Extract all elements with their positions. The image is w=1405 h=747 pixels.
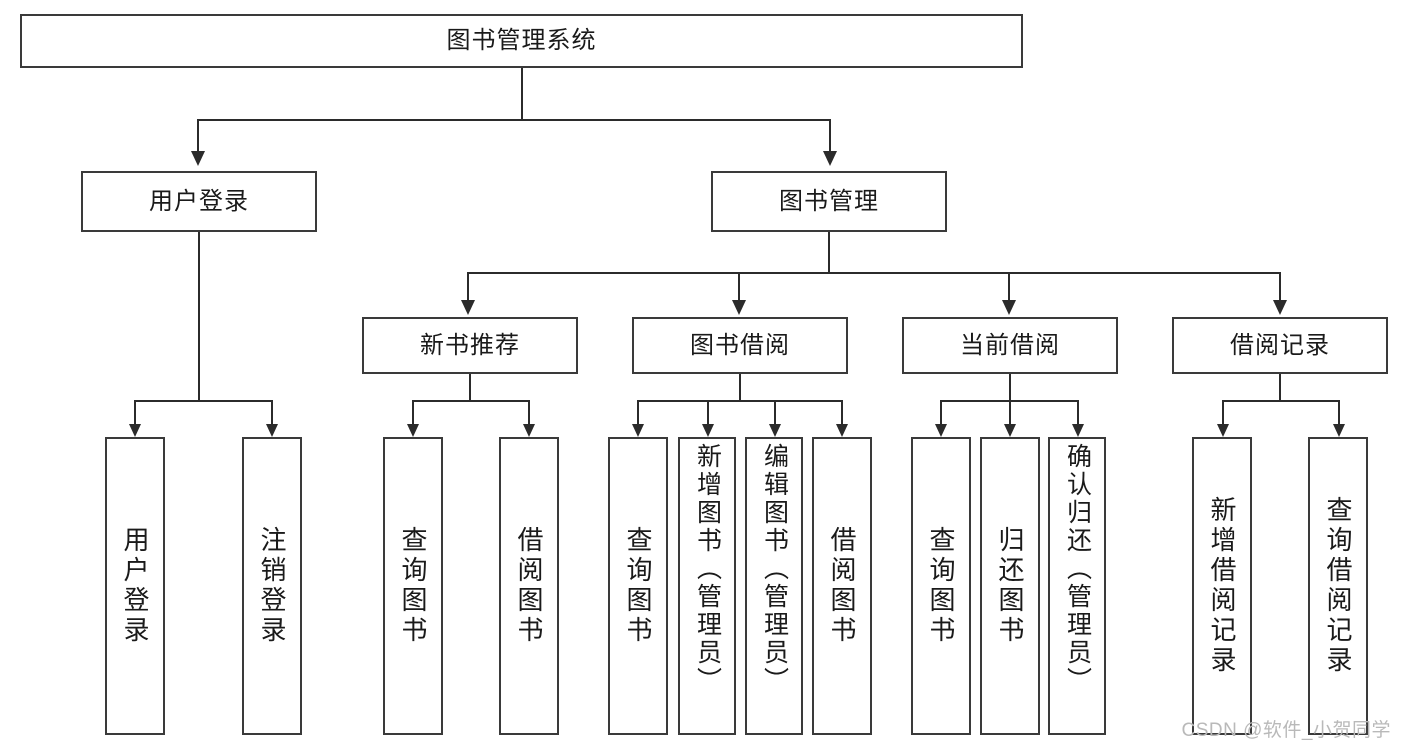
connector-current-borrow-stem <box>1009 374 1011 400</box>
arrow-to-leaf-return-book <box>1004 424 1016 437</box>
node-label: 确认归还（管理员） <box>1063 443 1092 695</box>
node-new-book-recommend[interactable]: 新书推荐 <box>362 317 578 374</box>
leaf-query-book-recommend[interactable]: 查询图书 <box>383 437 443 735</box>
arrow-to-leaf-query-book-cb <box>935 424 947 437</box>
connector-cb-leaf-3 <box>1077 400 1079 424</box>
node-label: 新增借阅记录 <box>1207 496 1237 676</box>
arrow-to-leaf-edit-book <box>769 424 781 437</box>
arrow-to-new-book-recommend <box>461 300 475 315</box>
connector-user-login-stem <box>198 232 200 400</box>
connector-cb-leaf-2 <box>1009 400 1011 424</box>
node-label: 查询图书 <box>398 526 428 646</box>
node-label: 查询图书 <box>926 526 956 646</box>
connector-nbr-leaf-2 <box>528 400 530 424</box>
node-label: 查询借阅记录 <box>1323 496 1353 676</box>
node-label: 借阅图书 <box>827 526 857 646</box>
connector-to-new-book-recommend <box>467 272 469 300</box>
node-current-borrow[interactable]: 当前借阅 <box>902 317 1118 374</box>
connector-bb-leaf-3 <box>774 400 776 424</box>
arrow-to-leaf-user-login <box>129 424 141 437</box>
connector-br-leaf-2 <box>1338 400 1340 424</box>
arrow-to-leaf-add-borrow-record <box>1217 424 1229 437</box>
leaf-user-login[interactable]: 用户登录 <box>105 437 165 735</box>
connector-to-borrow-record <box>1279 272 1281 300</box>
arrow-to-borrow-record <box>1273 300 1287 315</box>
connector-cb-leaf-1 <box>940 400 942 424</box>
arrow-to-leaf-query-borrow-record <box>1333 424 1345 437</box>
connector-user-login-bus <box>134 400 272 402</box>
connector-user-login-to-leaf-1 <box>134 400 136 424</box>
connector-nbr-leaf-1 <box>412 400 414 424</box>
connector-level3-bus <box>467 272 1281 274</box>
arrow-to-leaf-borrow-book-nbr <box>523 424 535 437</box>
leaf-add-book-admin[interactable]: 新增图书（管理员） <box>678 437 736 735</box>
arrow-to-leaf-borrow-book-bb <box>836 424 848 437</box>
node-label: 借阅记录 <box>1230 331 1330 359</box>
node-label: 图书管理 <box>779 187 879 215</box>
connector-root-to-user-login <box>197 119 199 151</box>
node-root-book-management-system[interactable]: 图书管理系统 <box>20 14 1023 68</box>
connector-root-to-book-management <box>829 119 831 151</box>
arrow-to-leaf-query-book-nbr <box>407 424 419 437</box>
connector-new-book-recommend-bus <box>412 400 529 402</box>
node-user-login[interactable]: 用户登录 <box>81 171 317 232</box>
connector-borrow-record-stem <box>1279 374 1281 400</box>
leaf-query-book-borrow[interactable]: 查询图书 <box>608 437 668 735</box>
node-book-borrow[interactable]: 图书借阅 <box>632 317 848 374</box>
arrow-to-leaf-query-book-bb <box>632 424 644 437</box>
connector-bb-leaf-4 <box>841 400 843 424</box>
node-borrow-record[interactable]: 借阅记录 <box>1172 317 1388 374</box>
leaf-query-book-current[interactable]: 查询图书 <box>911 437 971 735</box>
node-label: 用户登录 <box>149 187 249 215</box>
node-label: 用户登录 <box>120 526 150 646</box>
arrow-to-book-management <box>823 151 837 166</box>
leaf-borrow-book-recommend[interactable]: 借阅图书 <box>499 437 559 735</box>
arrow-to-leaf-confirm-return <box>1072 424 1084 437</box>
connector-book-borrow-stem <box>739 374 741 400</box>
arrow-to-leaf-logout <box>266 424 278 437</box>
node-label: 当前借阅 <box>960 331 1060 359</box>
leaf-query-borrow-record[interactable]: 查询借阅记录 <box>1308 437 1368 735</box>
node-label: 新增图书（管理员） <box>693 443 722 695</box>
arrow-to-book-borrow <box>732 300 746 315</box>
arrow-to-leaf-add-book <box>702 424 714 437</box>
connector-root-stem <box>521 68 523 119</box>
leaf-borrow-book[interactable]: 借阅图书 <box>812 437 872 735</box>
watermark: CSDN @软件_小贺同学 <box>1181 720 1391 741</box>
connector-root-bus <box>197 119 831 121</box>
leaf-add-borrow-record[interactable]: 新增借阅记录 <box>1192 437 1252 735</box>
leaf-confirm-return-admin[interactable]: 确认归还（管理员） <box>1048 437 1106 735</box>
node-label: 图书管理系统 <box>446 27 597 55</box>
connector-bb-leaf-2 <box>707 400 709 424</box>
connector-book-borrow-bus <box>637 400 842 402</box>
connector-borrow-record-bus <box>1222 400 1339 402</box>
node-label: 借阅图书 <box>514 526 544 646</box>
arrow-to-user-login <box>191 151 205 166</box>
node-label: 查询图书 <box>623 526 653 646</box>
connector-to-current-borrow <box>1008 272 1010 300</box>
connector-new-book-recommend-stem <box>469 374 471 400</box>
node-label: 归还图书 <box>995 526 1025 646</box>
leaf-logout[interactable]: 注销登录 <box>242 437 302 735</box>
node-label: 图书借阅 <box>690 331 790 359</box>
node-label: 新书推荐 <box>420 331 520 359</box>
connector-br-leaf-1 <box>1222 400 1224 424</box>
node-book-management[interactable]: 图书管理 <box>711 171 947 232</box>
connector-user-login-to-leaf-2 <box>271 400 273 424</box>
leaf-edit-book-admin[interactable]: 编辑图书（管理员） <box>745 437 803 735</box>
leaf-return-book[interactable]: 归还图书 <box>980 437 1040 735</box>
connector-book-management-stem <box>828 232 830 272</box>
connector-bb-leaf-1 <box>637 400 639 424</box>
node-label: 注销登录 <box>257 526 287 646</box>
node-label: 编辑图书（管理员） <box>760 443 789 695</box>
connector-to-book-borrow <box>738 272 740 300</box>
arrow-to-current-borrow <box>1002 300 1016 315</box>
